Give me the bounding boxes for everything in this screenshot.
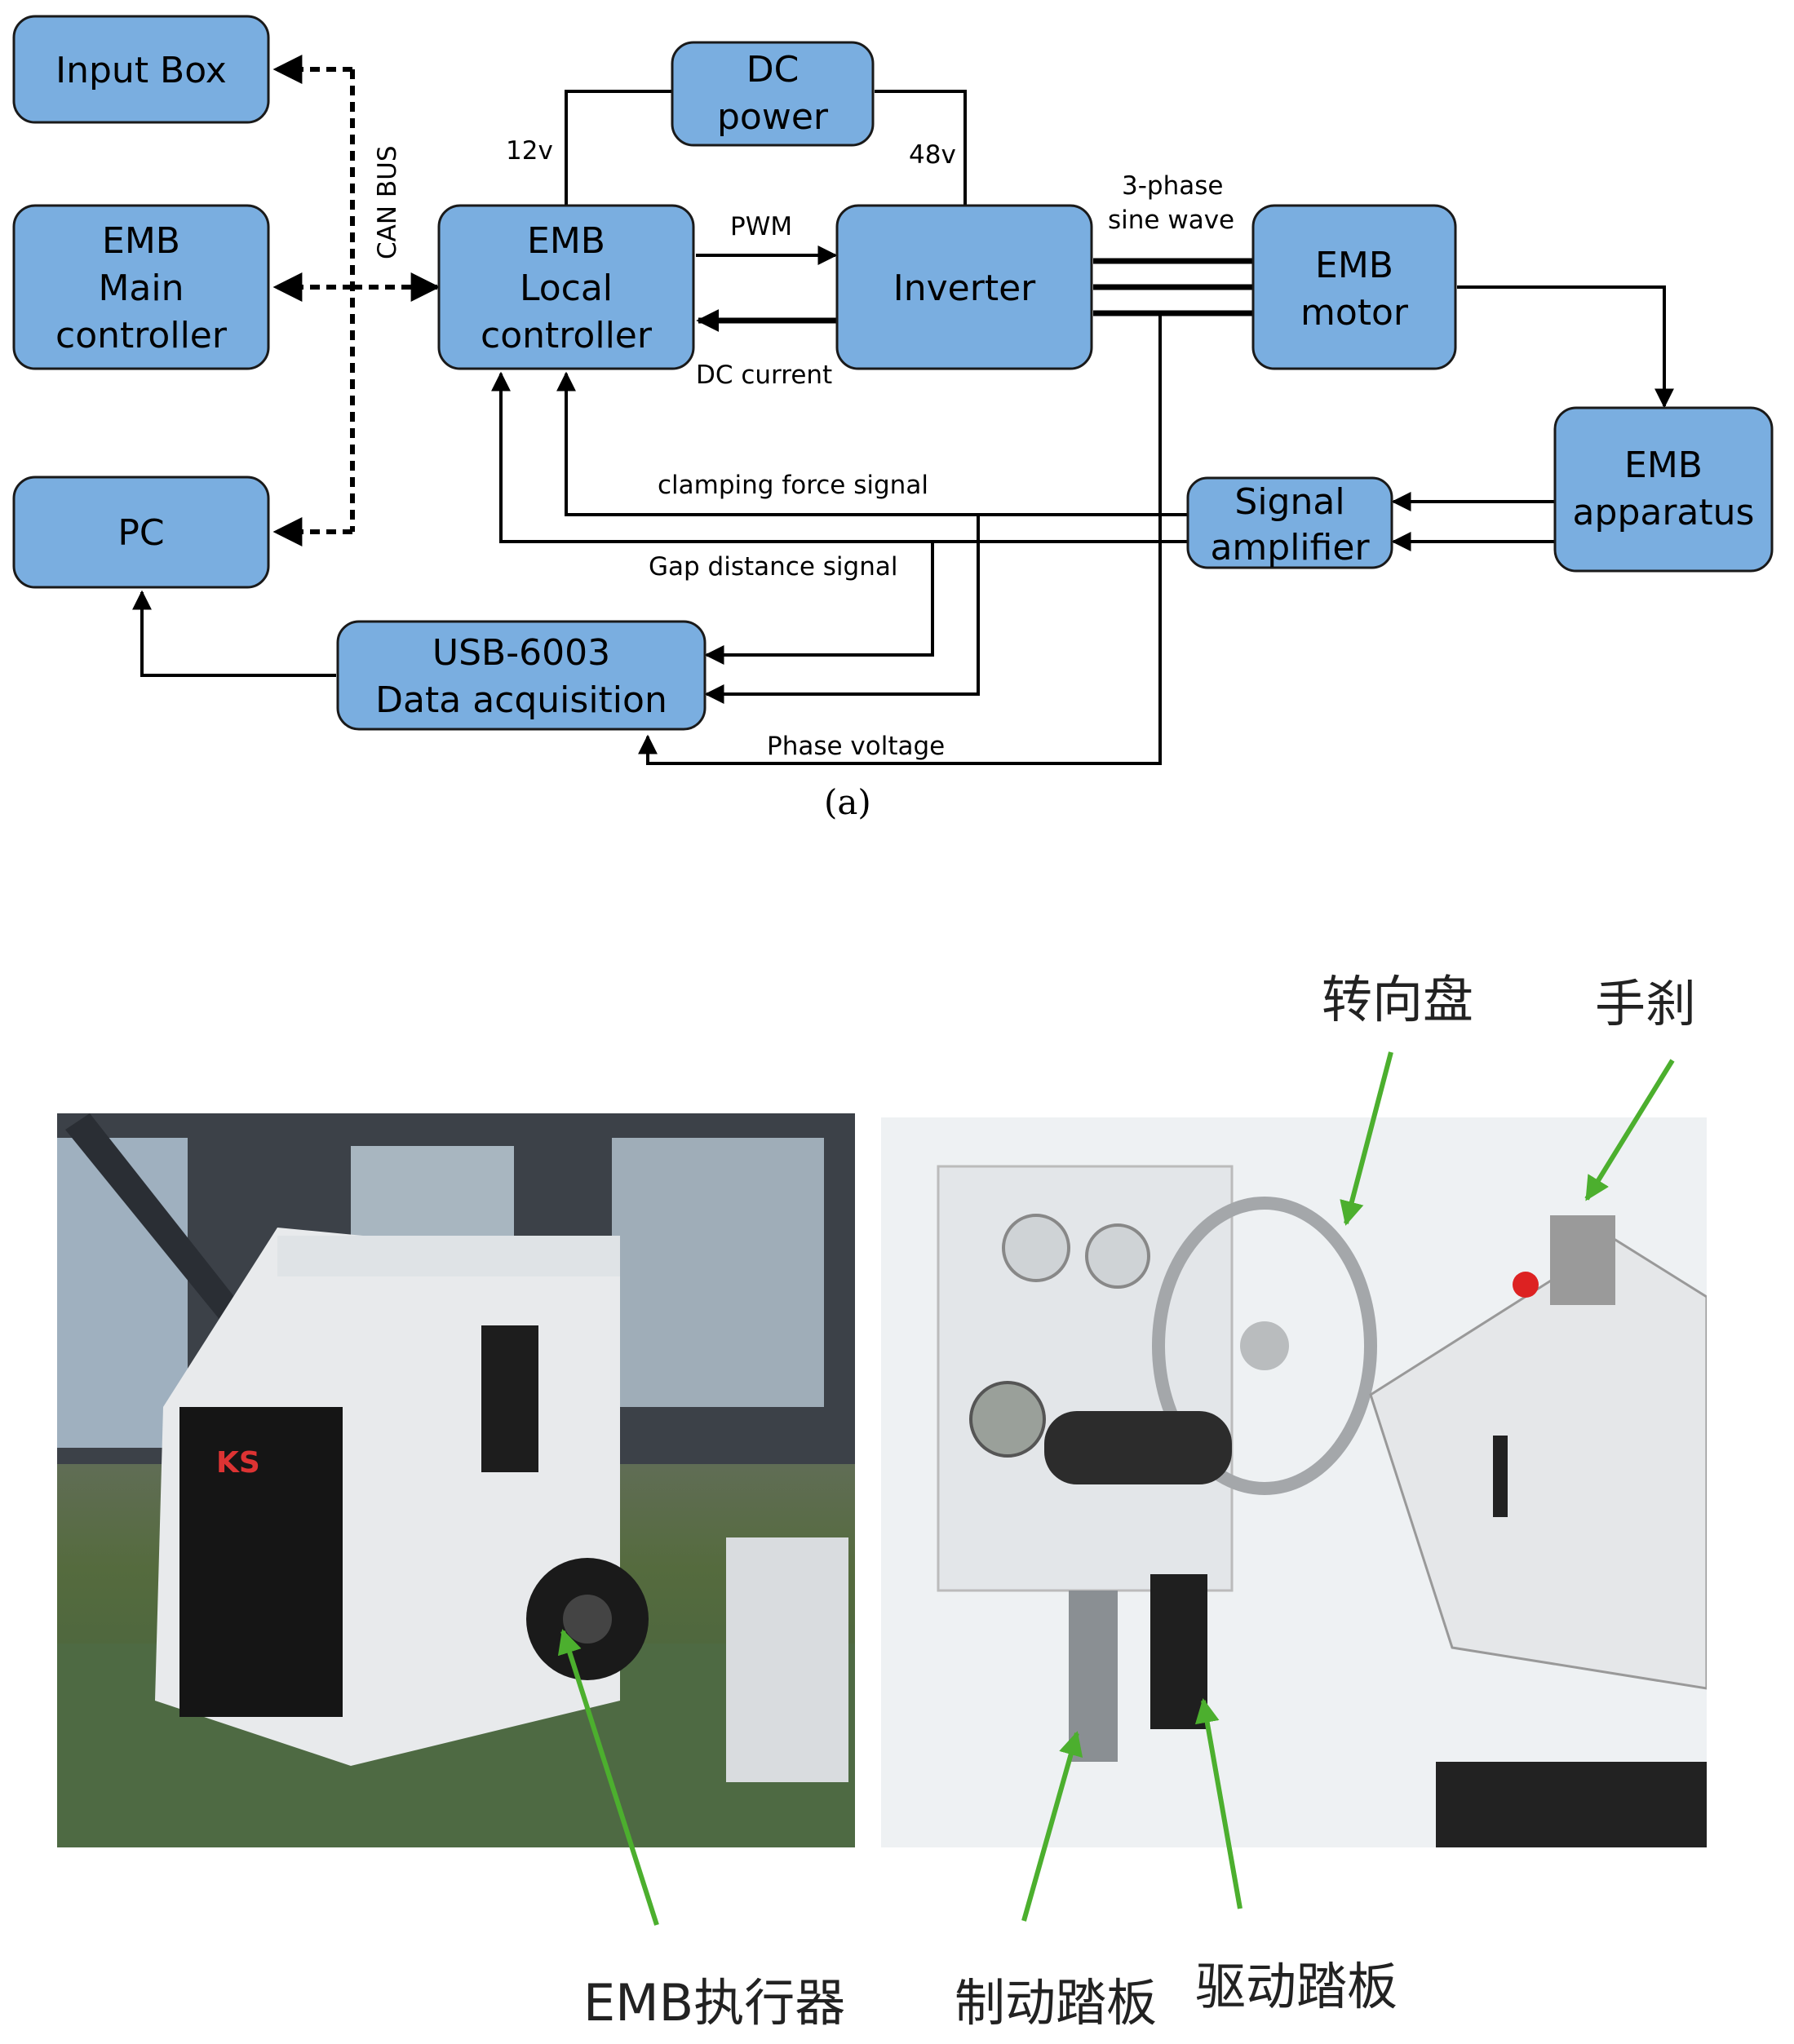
arrow-brake-pedal (1021, 1731, 1083, 1922)
emb-local-line1: EMB (527, 220, 605, 262)
usb-daq-line1: USB-6003 (432, 632, 610, 674)
inverter-label: Inverter (893, 268, 1036, 309)
label-steering-wheel: 转向盘 (1322, 970, 1474, 1029)
usb-daq-block: USB-6003 Data acquisition (336, 620, 707, 731)
vehicle-logo: KS (216, 1446, 260, 1480)
cabin-illustration (881, 1117, 1707, 1847)
wire-12v (565, 90, 672, 206)
wire-motor-apparatus (1457, 285, 1674, 409)
emb-main-line3: controller (55, 315, 228, 356)
pc-label: PC (117, 512, 164, 554)
emb-apparatus-block: EMB apparatus (1553, 406, 1774, 573)
seat (481, 1325, 538, 1472)
emb-apparatus-line1: EMB (1624, 445, 1703, 486)
sine-wave-label: sine wave (1108, 206, 1234, 235)
voltage-48v-label: 48v (909, 140, 956, 170)
arrow-hand-brake (1584, 1059, 1675, 1201)
window (612, 1138, 824, 1407)
signal-amplifier-block: Signal amplifier (1186, 476, 1393, 569)
emb-local-line3: controller (481, 315, 653, 356)
wire-48v (875, 90, 967, 206)
gap-distance-label: Gap distance signal (649, 552, 897, 582)
dc-power-line2: power (717, 96, 829, 138)
wire-gap-distance (491, 371, 1188, 543)
seat-edge (1436, 1762, 1707, 1847)
phase-voltage-label: Phase voltage (767, 732, 945, 761)
cab-roof (277, 1236, 620, 1276)
signal-amplifier-line2: amplifier (1210, 527, 1370, 569)
hand-brake-button (1513, 1272, 1539, 1298)
steering-wheel (1152, 1197, 1377, 1495)
voltage-12v-label: 12v (506, 136, 553, 166)
emb-apparatus-line2: apparatus (1573, 492, 1755, 533)
gauge (1085, 1223, 1150, 1289)
clamping-force-label: clamping force signal (658, 471, 928, 500)
emb-local-line2: Local (520, 268, 613, 309)
gauge (1002, 1214, 1070, 1282)
input-box-label: Input Box (55, 50, 227, 91)
vehicle-photo: KS (57, 1113, 855, 1847)
input-box-block: Input Box (12, 15, 270, 124)
system-block-diagram: Input Box EMB Main controller PC EMB Loc… (12, 15, 1774, 822)
pwm-label: PWM (730, 212, 792, 241)
radiator-grille (179, 1407, 343, 1717)
label-brake-pedal: 制动踏板 (955, 1973, 1158, 2033)
cabin-photo (881, 1117, 1707, 1847)
arrow-steering-wheel (1340, 1051, 1393, 1226)
wire-clamping-force (556, 371, 1188, 516)
emb-main-controller-block: EMB Main controller (12, 204, 270, 370)
emb-main-line2: Main (98, 268, 184, 309)
inverter-block: Inverter (835, 204, 1093, 370)
dashboard-panel (937, 1165, 1234, 1592)
gauge (969, 1381, 1046, 1458)
cooling-unit (726, 1537, 848, 1782)
annotation-arrows (557, 1051, 1675, 1926)
emb-motor-block: EMB motor (1251, 204, 1457, 370)
emb-local-controller-block: EMB Local controller (437, 204, 695, 370)
dc-power-line1: DC (746, 49, 800, 91)
can-bus-label: CAN BUS (373, 145, 402, 259)
connector-lines (132, 55, 1674, 765)
emb-main-line1: EMB (102, 220, 180, 262)
wire-phase-voltage (638, 313, 1162, 765)
hand-brake-panel (1550, 1215, 1615, 1305)
three-phase-label: 3-phase (1122, 171, 1223, 201)
emb-motor-line1: EMB (1315, 245, 1393, 286)
emb-motor-line2: motor (1300, 292, 1409, 334)
dc-current-label: DC current (696, 361, 832, 390)
label-hand-brake: 手刹 (1595, 974, 1697, 1033)
dc-power-block: DC power (671, 41, 875, 147)
steering-hub (1240, 1321, 1289, 1370)
wire-daq-to-pc (132, 590, 336, 677)
wire-clamp-to-daq (704, 515, 980, 704)
emb-motor (1044, 1411, 1232, 1484)
label-drive-pedal: 驱动踏板 (1195, 1957, 1398, 2016)
signal-amplifier-line1: Signal (1234, 481, 1344, 523)
lever (1493, 1436, 1508, 1517)
arrow-drive-pedal (1194, 1698, 1243, 1909)
usb-daq-line2: Data acquisition (375, 679, 667, 721)
wire-gap-to-daq (704, 542, 934, 665)
figure-caption: (a) (824, 782, 871, 822)
arrow-emb-actuator (557, 1629, 659, 1926)
pc-block: PC (12, 476, 270, 589)
vehicle-illustration: KS (57, 1113, 855, 1847)
label-emb-actuator: EMB执行器 (583, 1973, 846, 2033)
